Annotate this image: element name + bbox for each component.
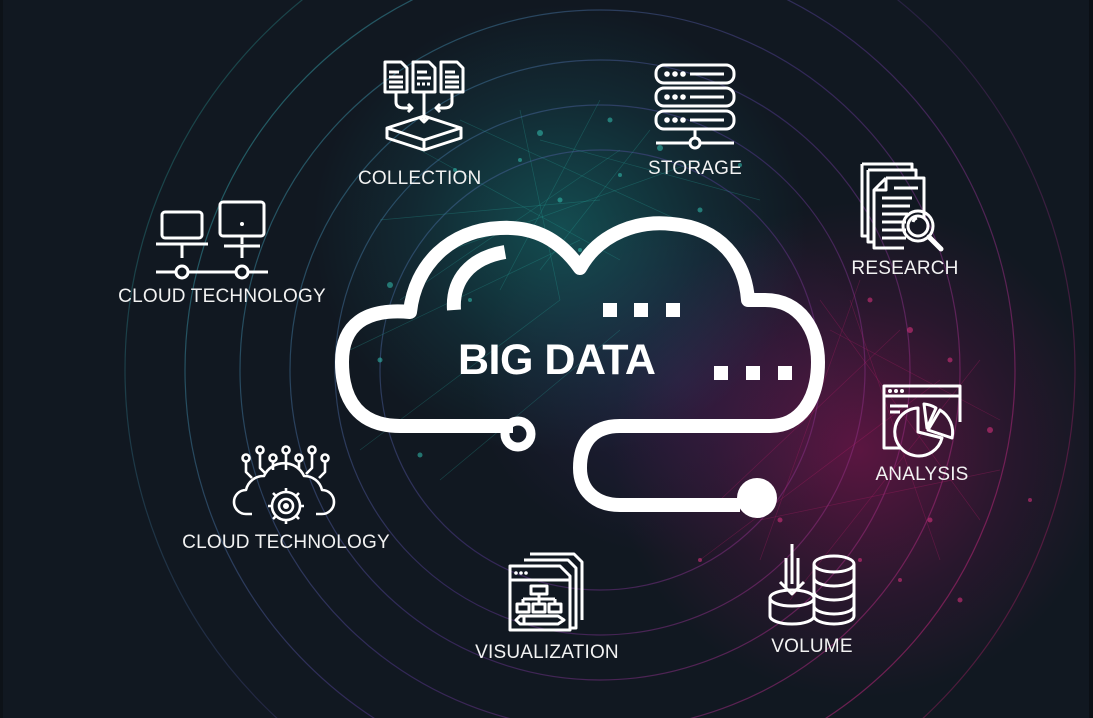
label-storage: STORAGE [648,158,742,179]
right-edge [1089,0,1093,718]
browser-pie-chart-icon [882,384,962,458]
label-research: RESEARCH [851,258,959,279]
node-cloud-technology-gear: CLOUD TECHNOLOGY [180,440,392,554]
server-stack-icon [654,63,736,150]
label-visualization: VISUALIZATION [475,642,619,663]
node-research: RESEARCH [850,160,960,280]
label-collection: COLLECTION [358,168,482,189]
database-arrows-icon [768,544,856,626]
cloud-gear-circuit-icon [232,445,336,524]
node-visualization: VISUALIZATION [472,548,622,664]
node-analysis: ANALYSIS [870,382,974,486]
node-storage: STORAGE [640,60,750,180]
label-analysis: ANALYSIS [875,464,969,485]
flowchart-documents-icon [508,552,584,632]
node-volume: VOLUME [760,540,864,658]
label-volume: VOLUME [771,636,853,657]
node-cloud-technology-network: CLOUD TECHNOLOGY [116,198,328,308]
node-collection: COLLECTION [358,58,481,190]
label-cloud-technology-gear: CLOUD TECHNOLOGY [182,532,390,553]
documents-into-tray-icon [383,60,465,152]
documents-magnifier-icon [860,162,944,252]
label-cloud-technology-network: CLOUD TECHNOLOGY [118,286,326,307]
left-edge [0,0,3,718]
computers-network-icon [156,200,268,280]
big-data-title: BIG DATA [458,336,656,384]
